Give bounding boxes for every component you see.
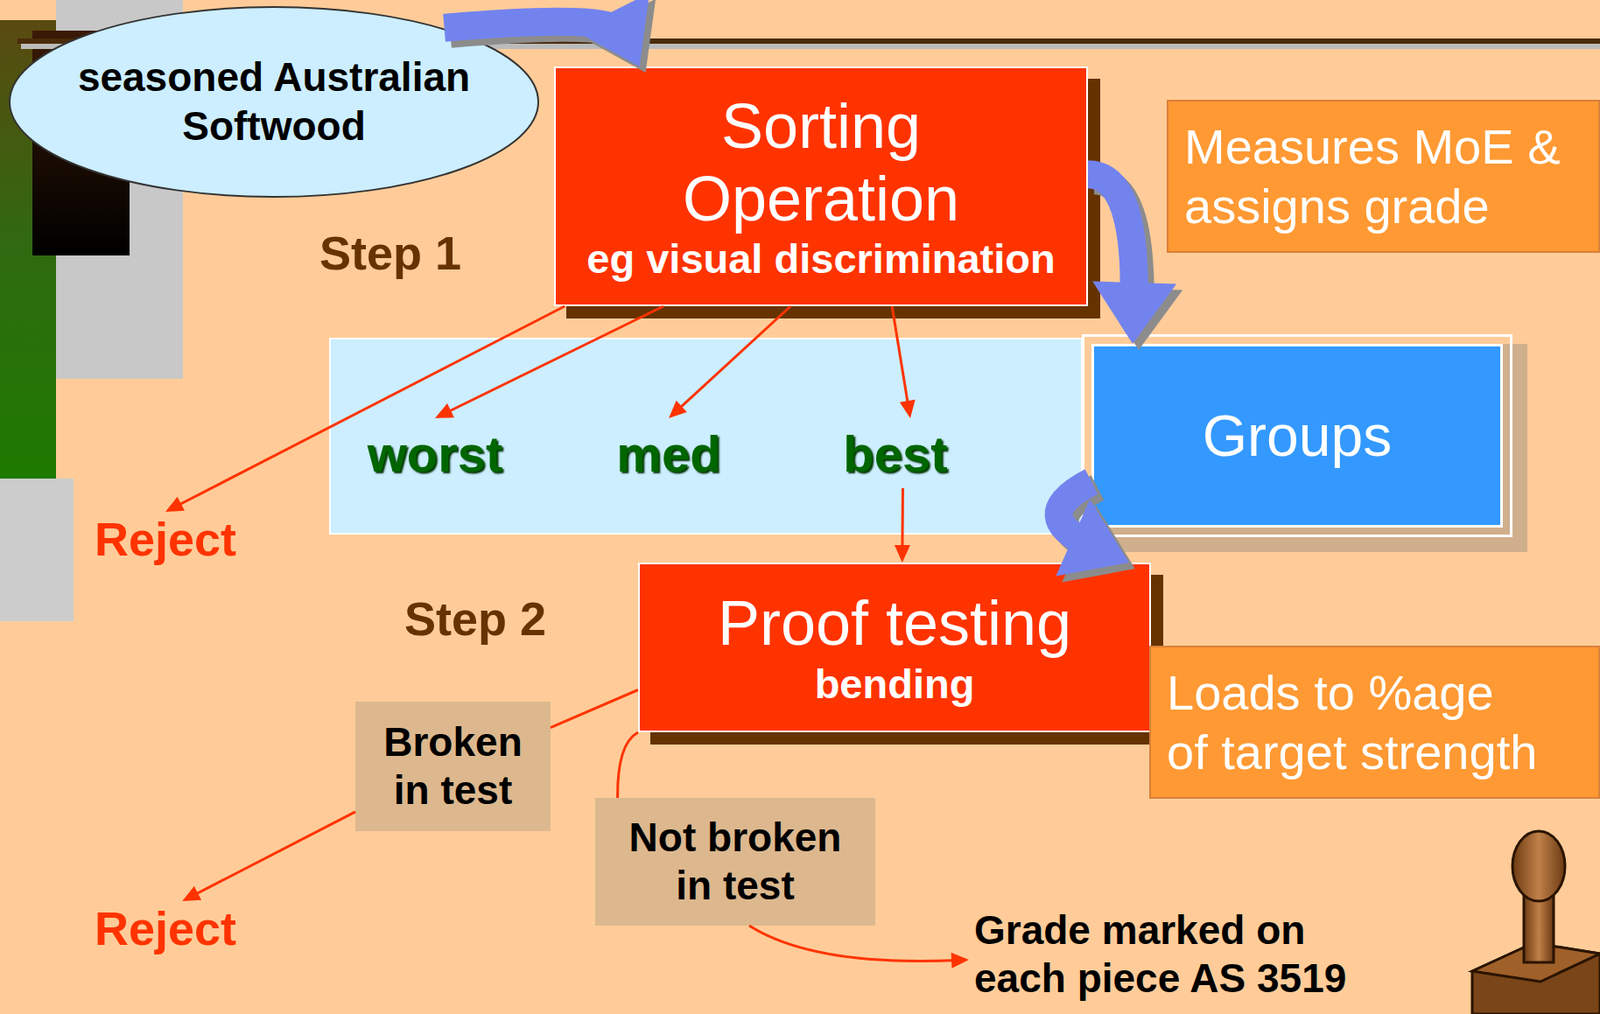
connector-path	[450, 28, 630, 41]
connector-path	[749, 926, 959, 962]
arrow-head	[1055, 499, 1129, 577]
arrow-body	[749, 926, 969, 969]
connector-path	[175, 306, 566, 508]
arrow-shadow	[1061, 488, 1135, 583]
connector-path	[891, 306, 909, 408]
grade-label: med	[594, 418, 744, 489]
connector-path	[1059, 482, 1096, 549]
stamp-knob	[1512, 831, 1565, 902]
connector-path	[444, 21, 624, 35]
step-label: Step 1	[319, 225, 462, 281]
arrow-body	[617, 732, 639, 799]
node-text: eg visual discrimination	[586, 234, 1055, 283]
connector-line	[749, 926, 969, 969]
groups-box: Groups	[1091, 343, 1503, 528]
flow-arrow	[1087, 174, 1183, 351]
node-text: Broken in test	[370, 718, 537, 815]
connector-path	[191, 812, 356, 898]
start-ellipse: seasoned Australian Softwood	[7, 5, 541, 199]
arrow-shadow	[1094, 180, 1183, 351]
node-text: worst	[367, 424, 504, 484]
connector-path	[444, 306, 664, 415]
arrow-head	[1098, 287, 1183, 351]
process-box: Sorting Operationeg visual discriminatio…	[554, 66, 1088, 307]
connector-line	[182, 812, 356, 902]
arrow-shadow	[450, 0, 657, 73]
node-text: Reject	[94, 901, 237, 956]
reject-label: Reject	[81, 901, 250, 956]
arrow-head	[668, 400, 688, 419]
grey-panel	[0, 478, 74, 622]
arrow-body	[1055, 482, 1129, 577]
connector-path	[1094, 180, 1141, 314]
grade-band	[329, 338, 1082, 534]
connector-line	[894, 488, 911, 563]
node-text: Not broken in test	[621, 814, 850, 911]
arrow-body	[1087, 174, 1177, 344]
arrow-body	[165, 306, 565, 513]
step-label: Step 2	[404, 591, 547, 646]
arrow-head	[894, 545, 911, 563]
arrow-head	[580, 0, 656, 73]
node-text: Measures MoE & assigns grade	[1184, 117, 1561, 235]
arrow-head	[951, 953, 969, 969]
callout-box: Loads to %age of target strength	[1149, 645, 1600, 800]
connector-path	[900, 488, 905, 553]
node-text: Groups	[1202, 402, 1392, 470]
node-text: Reject	[94, 512, 237, 567]
arrow-head	[899, 400, 916, 419]
outcome-box: Not broken in test	[595, 798, 876, 927]
connector-line	[165, 306, 565, 513]
grade-note: Grade marked on each piece AS 3519	[974, 905, 1377, 1004]
arrow-head	[165, 497, 185, 513]
node-text: best	[842, 424, 948, 484]
node-text: bending	[814, 659, 976, 709]
callout-box: Measures MoE & assigns grade	[1166, 99, 1600, 253]
arrow-body	[444, 0, 651, 67]
node-text: seasoned Australian Softwood	[68, 53, 480, 150]
arrow-body	[668, 306, 791, 419]
rubber-stamp	[1472, 831, 1600, 1014]
connector-line	[435, 306, 664, 419]
ellipse-outline	[7, 5, 541, 199]
node-text: Loads to %age of target strength	[1166, 663, 1544, 781]
grade-label: worst	[360, 418, 510, 489]
flow-arrow	[1055, 482, 1135, 583]
arrow-head	[435, 403, 455, 419]
outcome-box: Broken in test	[355, 701, 551, 832]
grade-label: best	[821, 418, 970, 489]
connector-line	[550, 690, 639, 729]
arrow-head	[574, 0, 650, 67]
connector-path	[1087, 174, 1135, 308]
reject-label: Reject	[81, 512, 250, 567]
connector-line	[668, 306, 791, 419]
node-text: Sorting Operation	[610, 90, 1032, 236]
arrow-head	[1061, 505, 1135, 583]
process-box: Proof testingbending	[638, 562, 1151, 733]
connector-line	[617, 732, 639, 799]
connector-path	[617, 732, 639, 799]
connector-line	[891, 306, 916, 419]
arrow-body	[182, 812, 356, 902]
node-text: Grade marked on each piece AS 3519	[974, 906, 1369, 1004]
arrow-body	[435, 306, 664, 419]
arrow-head	[182, 886, 202, 902]
arrow-body	[894, 488, 911, 563]
connector-path	[1065, 488, 1102, 555]
arrow-body	[891, 306, 916, 419]
connector-path	[676, 306, 791, 412]
arrow-head	[1092, 281, 1177, 344]
node-text: med	[616, 424, 721, 484]
ellipse-shape	[9, 7, 539, 197]
connector-path	[550, 690, 639, 729]
node-text: Proof testing	[717, 587, 1072, 660]
arrow-body	[550, 690, 639, 729]
flow-arrow	[444, 0, 657, 73]
